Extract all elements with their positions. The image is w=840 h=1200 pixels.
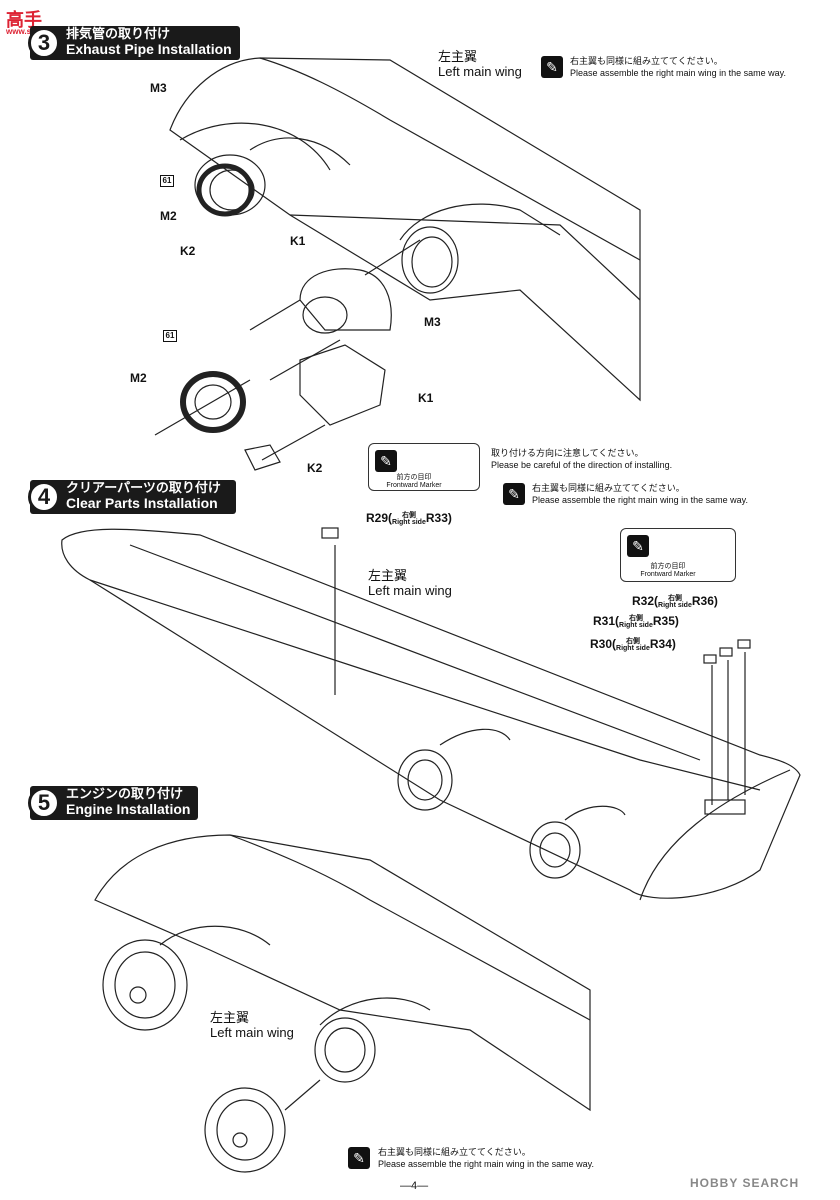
part-label-m3: M3 — [150, 81, 167, 95]
watermark-logo: 高手 — [6, 10, 42, 30]
note-right-wing-jp-3: 右主翼も同様に組み立ててください。 — [570, 56, 723, 66]
note-right-wing-jp-4: 右主翼も同様に組み立ててください。 — [532, 483, 685, 493]
pen-icon: ✎ — [503, 483, 525, 505]
note-right-wing-jp-5: 右主翼も同様に組み立ててください。 — [378, 1147, 531, 1157]
frontward-marker-box-2: ✎ 前方の目印 Frontward Marker — [620, 528, 736, 582]
wing-label-en-3: Left main wing — [438, 64, 522, 79]
frontward-marker-box: ✎ 前方の目印 Frontward Marker — [368, 443, 480, 491]
step-5-header: 5 エンジンの取り付け Engine Installation — [28, 786, 198, 820]
note-direction-en: Please be careful of the direction of in… — [491, 460, 673, 470]
note-right-wing-en-3: Please assemble the right main wing in t… — [570, 68, 786, 78]
note-right-wing-en-5: Please assemble the right main wing in t… — [378, 1159, 594, 1169]
pen-icon: ✎ — [348, 1147, 370, 1169]
part-tag-61-exploded: 61 — [163, 330, 177, 342]
step-4-title-en: Clear Parts Installation — [66, 495, 218, 511]
part-label-k1-exploded: K1 — [418, 391, 434, 405]
brand-watermark: HOBBY SEARCH — [690, 1176, 800, 1190]
wing-label-jp-5: 左主翼 — [210, 1010, 250, 1025]
step-3-header: 3 排気管の取り付け Exhaust Pipe Installation — [28, 26, 240, 60]
part-label-m2: M2 — [160, 209, 177, 223]
wing-label-en-4: Left main wing — [368, 583, 452, 598]
step-5-number: 5 — [28, 787, 60, 819]
marker-caption-jp: 前方の目印 — [396, 474, 432, 481]
page-number: —4— — [400, 1180, 429, 1192]
step-3-title-jp: 排気管の取り付け — [66, 26, 171, 41]
wing-label-jp-4: 左主翼 — [368, 568, 408, 583]
part-label-m3-exploded: M3 — [424, 315, 441, 329]
marker-caption-en: Frontward Marker — [386, 482, 442, 489]
step-5-title-en: Engine Installation — [66, 801, 191, 817]
wing-label-jp-3: 左主翼 — [438, 49, 478, 64]
pen-icon: ✎ — [375, 450, 397, 472]
marker-caption-en-2: Frontward Marker — [640, 571, 696, 578]
part-label-k2: K2 — [180, 244, 196, 258]
marker-caption-jp-2: 前方の目印 — [650, 563, 686, 570]
step-5-title-jp: エンジンの取り付け — [66, 786, 184, 801]
step-3-number: 3 — [28, 27, 60, 59]
part-label-k2-exploded: K2 — [307, 461, 323, 475]
wing-label-en-5: Left main wing — [210, 1025, 294, 1040]
note-direction-jp: 取り付ける方向に注意してください。 — [491, 448, 644, 458]
note-right-wing-en-4: Please assemble the right main wing in t… — [532, 495, 748, 505]
part-label-m2-exploded: M2 — [130, 371, 147, 385]
pen-icon: ✎ — [541, 56, 563, 78]
part-label-k1: K1 — [290, 234, 306, 248]
step-4-number: 4 — [28, 481, 60, 513]
step-4-title-jp: クリアーパーツの取り付け — [66, 480, 221, 495]
step-4-header: 4 クリアーパーツの取り付け Clear Parts Installation — [28, 480, 236, 514]
pen-icon: ✎ — [627, 535, 649, 557]
part-tag-61: 61 — [160, 175, 174, 187]
step-3-title-en: Exhaust Pipe Installation — [66, 41, 232, 57]
